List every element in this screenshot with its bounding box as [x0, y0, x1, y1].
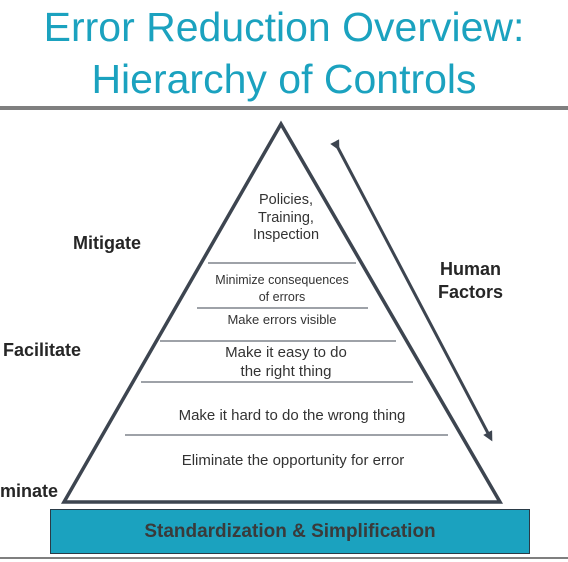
level-minimize-line-2: of errors: [258, 290, 306, 304]
label-factors: Factors: [438, 282, 504, 302]
page-title: Error Reduction Overview: Hierarchy of C…: [0, 0, 568, 105]
bottom-divider: [0, 557, 568, 559]
base-label: Standardization & Simplification: [144, 520, 436, 542]
level-make-it-hard: Make it hard to do the wrong thing: [136, 406, 448, 425]
base-standardization-bar: Standardization & Simplification: [50, 509, 530, 554]
level-policies: Policies, Training, Inspection: [226, 192, 346, 245]
label-facilitate: Facilitate: [3, 340, 82, 360]
top-divider: [0, 106, 568, 110]
level-minimize-line-1: Minimize consequences: [215, 273, 349, 287]
level-eliminate-line-1: Eliminate the opportunity for error: [181, 452, 405, 469]
level-hard-line-1: Make it hard to do the wrong thing: [178, 407, 406, 424]
level-easy-line-1: Make it easy to do: [225, 344, 347, 361]
label-eliminate: minate: [0, 481, 59, 501]
title-line-1: Error Reduction Overview:: [43, 4, 525, 50]
label-human: Human: [440, 259, 502, 279]
level-eliminate-opportunity: Eliminate the opportunity for error: [126, 451, 460, 470]
title-line-2: Hierarchy of Controls: [91, 56, 477, 102]
level-policies-line-1: Policies,: [259, 192, 313, 208]
label-human-factors: Human Factors: [438, 258, 503, 304]
level-policies-line-3: Inspection: [252, 227, 320, 243]
level-policies-line-2: Training,: [258, 209, 314, 226]
level-make-errors-visible: Make errors visible: [196, 311, 368, 328]
level-visible-line-1: Make errors visible: [227, 312, 337, 327]
level-minimize-consequences: Minimize consequences of errors: [196, 272, 368, 306]
level-make-it-easy: Make it easy to do the right thing: [176, 343, 396, 381]
human-factors-arrow: [330, 139, 493, 442]
level-easy-line-2: the right thing: [240, 363, 332, 380]
label-mitigate: Mitigate: [73, 233, 142, 253]
